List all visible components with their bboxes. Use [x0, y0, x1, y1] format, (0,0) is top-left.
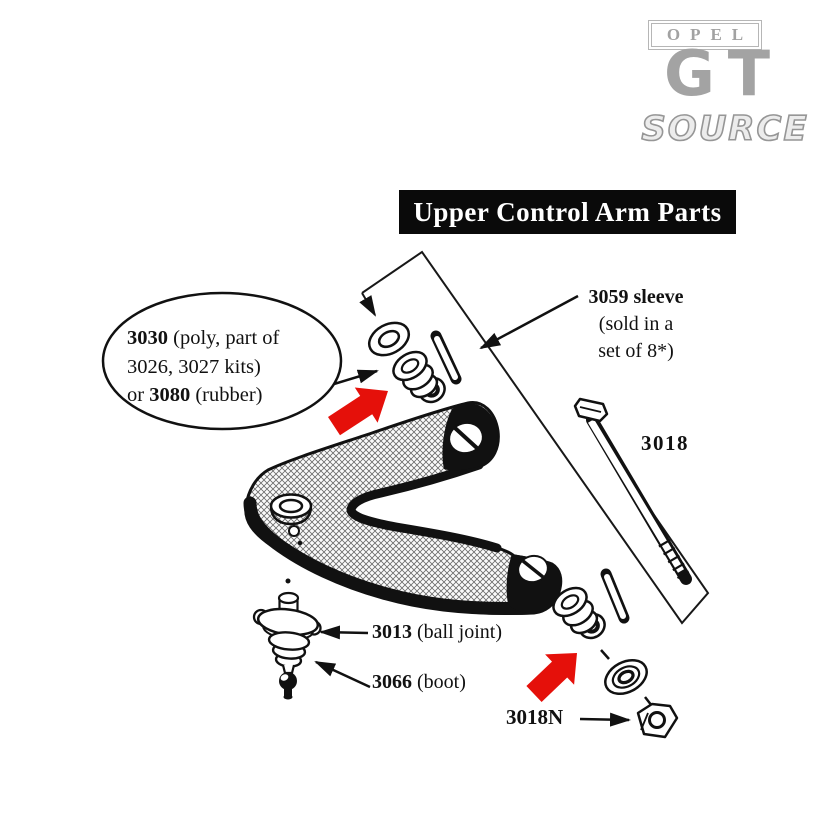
- red-arrow-top: [328, 387, 388, 436]
- sleeve-label-arrow: [479, 294, 579, 350]
- ball-joint-label: 3013 (ball joint): [372, 621, 502, 643]
- bolt-3018: [573, 397, 692, 585]
- arm-inner-shadow: [346, 460, 502, 553]
- ball-joint-label-arrow: [319, 625, 369, 640]
- axis-corner-arrow: [359, 292, 377, 317]
- page-title: Upper Control Arm Parts: [413, 196, 722, 227]
- boot-label: 3066 (boot): [372, 671, 466, 693]
- sleeve-label-line2: (sold in a: [598, 313, 674, 335]
- source-logo-text: SOURCE: [641, 108, 809, 150]
- pivot-screw-top: [448, 421, 484, 455]
- bushing-top: [392, 350, 446, 404]
- gt-logo-text: GT: [663, 37, 785, 110]
- washer-top: [367, 321, 411, 357]
- axis-dash-1: [600, 649, 610, 660]
- sleeve-label: 3059 sleeve (sold in a set of 8*): [566, 284, 706, 365]
- hub-boss: [269, 493, 313, 546]
- bolt-threads: [658, 538, 690, 580]
- exploded-axis-line: [361, 250, 710, 625]
- opel-logo-badge: OPEL: [648, 20, 762, 50]
- bushing-callout-label: 3030 (poly, part of 3026, 3027 kits) or …: [127, 324, 342, 410]
- nut-label: 3018N: [506, 705, 564, 729]
- sleeve-bottom: [600, 568, 630, 624]
- bolt-label: 3018: [641, 431, 689, 455]
- nut-label-arrow: [579, 712, 631, 727]
- callout-balloon: [101, 291, 343, 431]
- pivot-screw-bottom: [517, 554, 549, 584]
- title-banner: Upper Control Arm Parts: [399, 190, 736, 234]
- washer-bottom: [604, 658, 648, 696]
- bushing-bottom: [552, 586, 606, 640]
- balloon-pointer-arrow: [333, 369, 379, 386]
- sleeve-label-line1: 3059 sleeve: [588, 286, 684, 308]
- ball-joint: [252, 578, 322, 700]
- bushing-callout-line2: 3026, 3027 kits): [127, 355, 261, 378]
- red-arrow-bottom: [526, 653, 577, 702]
- arm-bottom-shadow: [243, 496, 537, 615]
- sleeve-label-line3: set of 8*): [598, 340, 674, 362]
- boot-label-arrow: [314, 660, 371, 689]
- bushing-callout-line1: 3030 (poly, part of: [127, 327, 280, 349]
- control-arm: [243, 401, 563, 615]
- bushing-callout-line3: or 3080 (rubber): [127, 384, 263, 406]
- nut-3018n: [636, 702, 679, 739]
- sleeve-top: [430, 330, 462, 385]
- axis-dot: [285, 578, 291, 584]
- opel-logo-text: OPEL: [666, 25, 754, 44]
